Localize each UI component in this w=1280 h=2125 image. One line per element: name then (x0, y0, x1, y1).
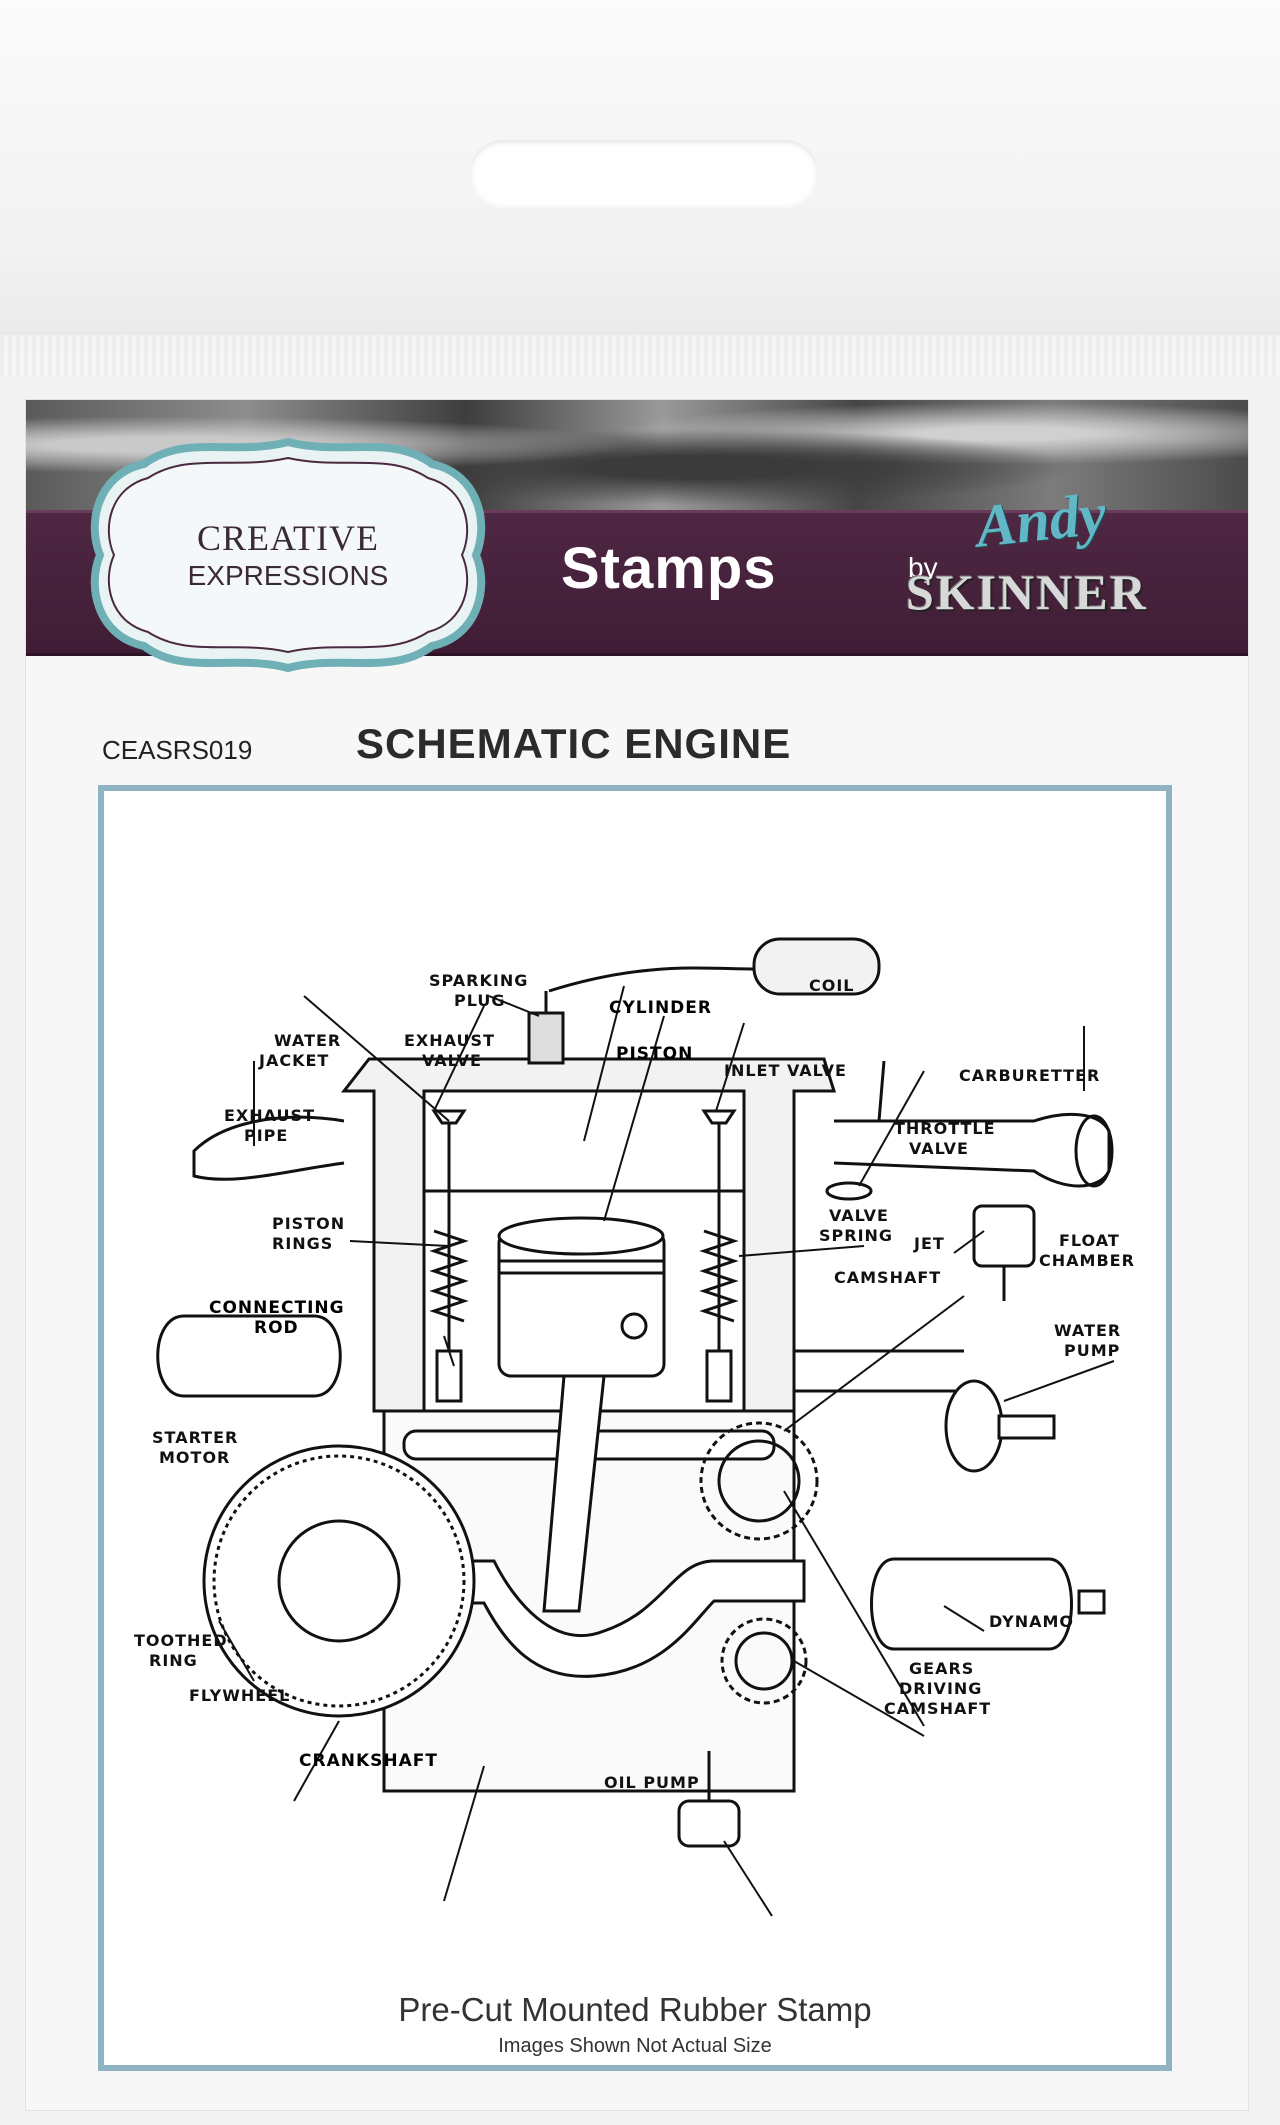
package-seal (0, 335, 1280, 375)
label-water-pump: WATER (1054, 1321, 1121, 1340)
label-throttle-valve-2: VALVE (909, 1139, 969, 1158)
label-piston: PISTON (616, 1044, 693, 1064)
by-label: by (908, 552, 938, 583)
label-throttle-valve: THROTTLE (894, 1119, 996, 1138)
label-float-chamber-2: CHAMBER (1039, 1251, 1135, 1270)
label-water-pump-2: PUMP (1064, 1341, 1120, 1360)
label-crankshaft: CRANKSHAFT (299, 1751, 438, 1771)
brand-logo: CREATIVE EXPRESSIONS (84, 434, 492, 676)
label-connecting-rod: CONNECTING (209, 1298, 345, 1318)
label-gears-3: CAMSHAFT (884, 1699, 991, 1718)
label-connecting-rod-2: ROD (254, 1318, 299, 1338)
artist-first-name: Andy (972, 480, 1110, 560)
brand-name-line2: EXPRESSIONS (187, 560, 389, 591)
label-water-jacket-2: JACKET (258, 1051, 329, 1070)
label-exhaust-pipe: EXHAUST (224, 1106, 315, 1125)
logo-frame-icon (90, 437, 486, 673)
brand-name-line1: CREATIVE (197, 518, 379, 558)
hang-hole (470, 140, 818, 206)
engine-schematic: SPARKING PLUG CYLINDER COIL WATER JACKET… (134, 937, 1135, 1917)
label-carburetter: CARBURETTER (959, 1066, 1100, 1085)
footer-size-note: Images Shown Not Actual Size (498, 2035, 772, 2057)
label-inlet-valve: INLET VALVE (724, 1061, 847, 1080)
label-cylinder: CYLINDER (609, 998, 712, 1018)
label-exhaust-valve-2: VALVE (422, 1051, 482, 1070)
label-oil-pump: OIL PUMP (604, 1773, 700, 1792)
product-code: CEASRS019 (102, 735, 253, 765)
label-dynamo: DYNAMO (989, 1612, 1074, 1631)
label-piston-rings-2: RINGS (272, 1234, 333, 1253)
product-card: CREATIVE EXPRESSIONS Stamps by Andy SKIN… (26, 400, 1248, 2110)
label-sparking-plug-2: PLUG (454, 991, 505, 1010)
label-water-jacket: WATER (274, 1031, 341, 1050)
label-camshaft: CAMSHAFT (834, 1268, 941, 1287)
category-label: Stamps (561, 536, 777, 601)
label-sparking-plug: SPARKING (429, 971, 528, 990)
label-exhaust-valve: EXHAUST (404, 1031, 495, 1050)
label-flywheel: FLYWHEEL (189, 1686, 290, 1705)
label-toothed-ring: TOOTHED (134, 1631, 228, 1650)
label-jet: JET (913, 1234, 945, 1253)
product-title: SCHEMATIC ENGINE (356, 720, 792, 767)
label-toothed-ring-2: RING (149, 1651, 198, 1670)
label-valve-spring: VALVE (829, 1206, 889, 1225)
label-starter-motor: STARTER (152, 1428, 238, 1447)
label-piston-rings: PISTON (272, 1214, 345, 1233)
artist-last-name: SKINNER (906, 564, 1148, 620)
label-exhaust-pipe-2: PIPE (244, 1126, 288, 1145)
label-starter-motor-2: MOTOR (159, 1448, 230, 1467)
label-coil: COIL (809, 976, 855, 995)
footer-product-type: Pre-Cut Mounted Rubber Stamp (398, 1991, 872, 2028)
hang-tab (0, 0, 1280, 350)
stamp-preview-frame: SPARKING PLUG CYLINDER COIL WATER JACKET… (98, 785, 1172, 2071)
label-gears-2: DRIVING (899, 1679, 982, 1698)
label-valve-spring-2: SPRING (819, 1226, 893, 1245)
label-float-chamber: FLOAT (1059, 1231, 1120, 1250)
label-gears: GEARS (909, 1659, 974, 1678)
